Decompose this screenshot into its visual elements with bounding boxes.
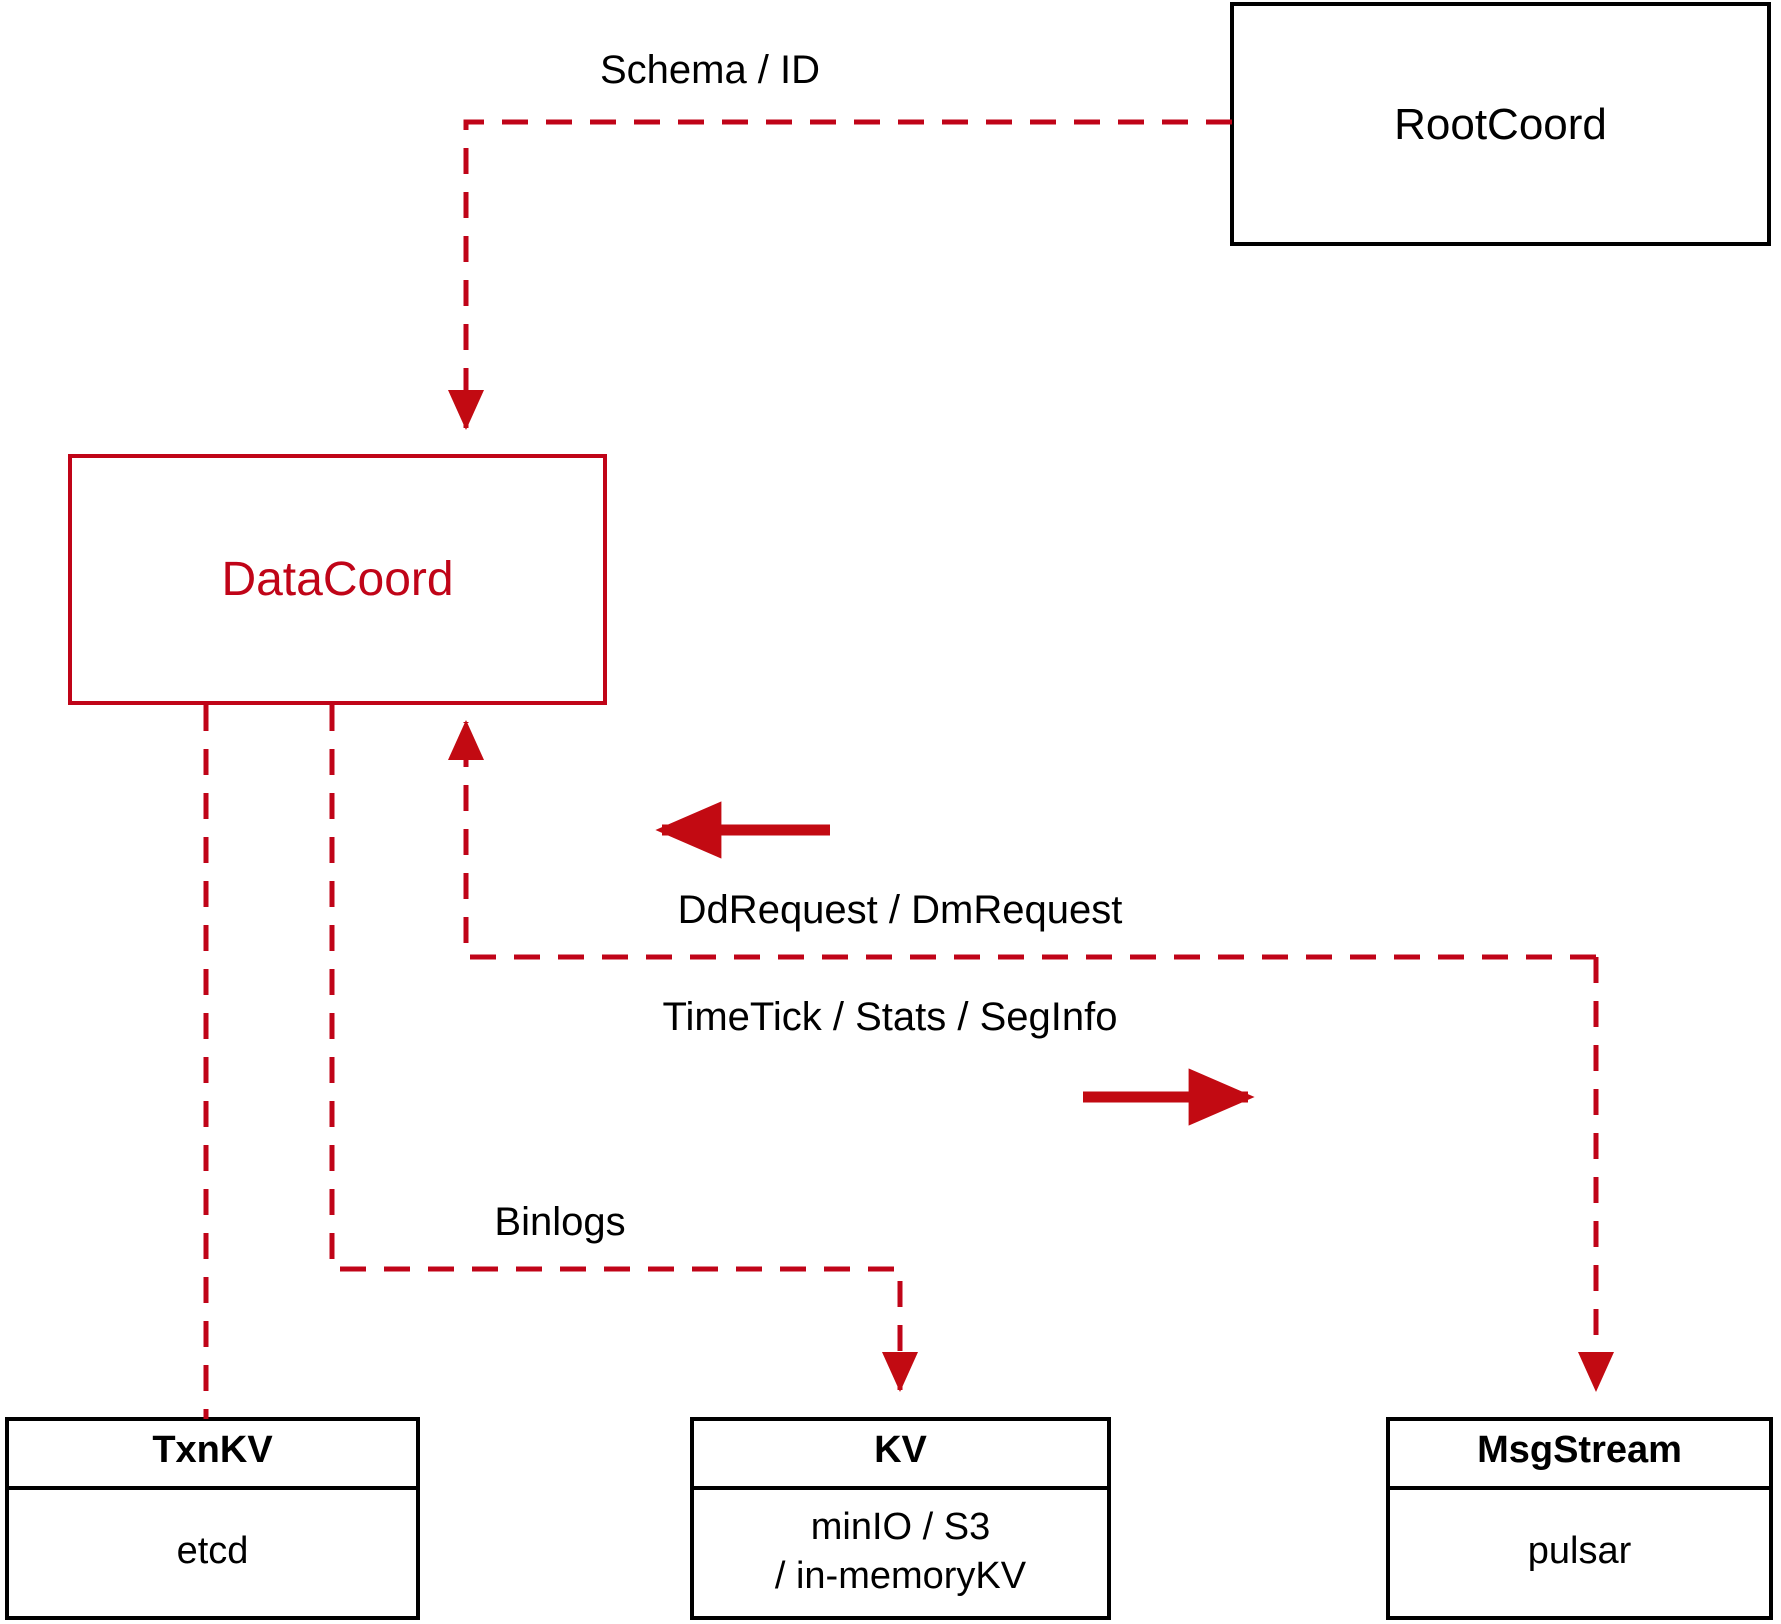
edge-schema-id-path <box>447 119 1232 431</box>
edge-label-binlogs: Binlogs <box>494 1200 626 1244</box>
edge-label-ddrequest: DdRequest / DmRequest <box>677 888 1123 932</box>
node-kv-sublabel-line1: minIO / S3 <box>810 1506 991 1548</box>
node-txnkv-label: TxnKV <box>152 1429 273 1471</box>
node-kv-sublabel-line2: / in-memoryKV <box>774 1555 1027 1597</box>
node-datacoord-rect <box>68 454 607 705</box>
edge-binlogs-path <box>329 705 918 1393</box>
edge-label-schema-id: Schema / ID <box>599 48 821 92</box>
node-msgstream-label: MsgStream <box>1477 1429 1682 1471</box>
edge-ddrequest-path <box>448 719 1596 960</box>
node-msgstream-rect <box>1386 1417 1773 1620</box>
node-rootcoord-label: RootCoord <box>1394 100 1607 149</box>
node-kv-label: KV <box>874 1429 927 1471</box>
node-txnkv-sublabel: etcd <box>176 1530 249 1572</box>
node-datacoord-label: DataCoord <box>221 553 454 606</box>
node-msgstream-sublabel: pulsar <box>1527 1530 1632 1572</box>
node-kv-rect <box>690 1417 1111 1620</box>
node-rootcoord-rect <box>1230 2 1771 246</box>
edge-label-timetick: TimeTick / Stats / SegInfo <box>662 995 1118 1039</box>
node-txnkv-rect <box>5 1417 420 1620</box>
